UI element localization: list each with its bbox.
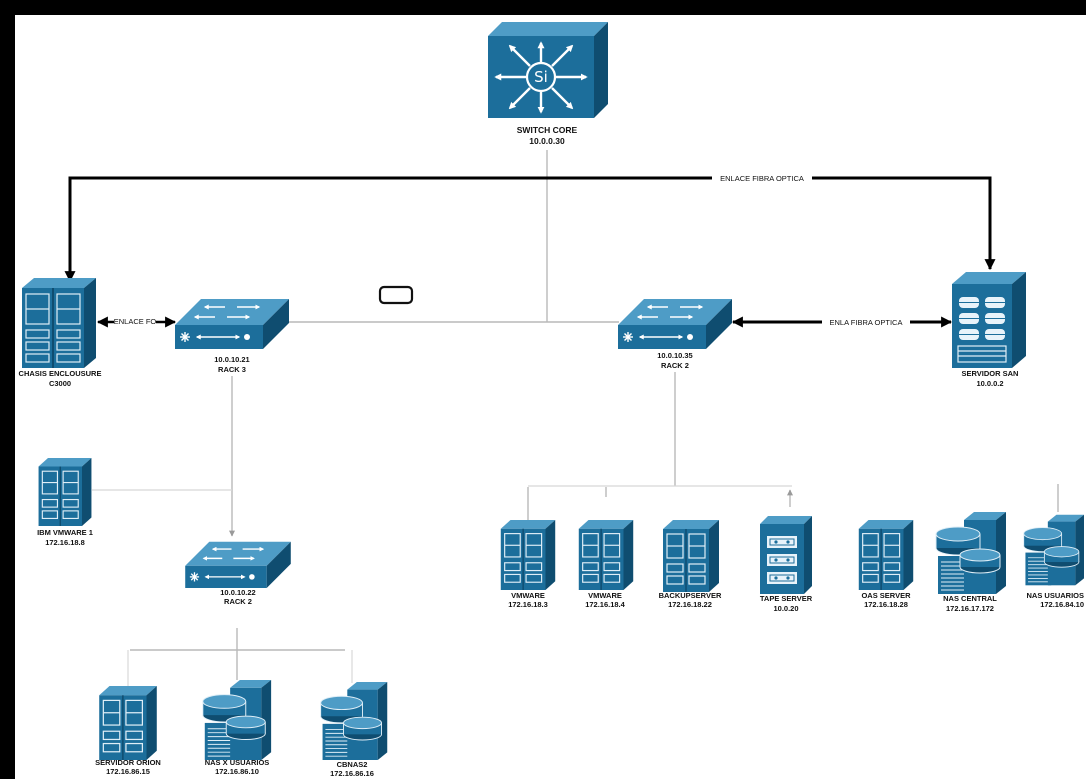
nas-storage-icon <box>320 682 388 760</box>
node-ip: 172.16.18.4 <box>585 600 625 609</box>
node-ip: 172.16.84.10 <box>1040 600 1084 609</box>
server-icon <box>662 520 720 592</box>
node-servidor-orion: SERVIDOR ORION 172.16.86.15 <box>95 686 161 776</box>
node-nas-x-usuarios: NAS X USUARIOS 172.16.86.10 <box>202 680 272 776</box>
node-switch-rack2-bottom: 10.0.10.22 RACK 2 <box>185 542 291 606</box>
node-switch-rack3: 10.0.10.21 RACK 3 <box>175 299 289 374</box>
node-name: NAS X USUARIOS <box>205 758 270 767</box>
node-name: SERVIDOR ORION <box>95 758 161 767</box>
node-name: SWITCH CORE <box>517 125 578 135</box>
node-nas-usuarios: NAS USUARIOS 172.16.84.10 <box>1023 514 1084 609</box>
node-ip: 10.0.10.21 <box>214 355 249 364</box>
node-switch-rack2-top: 10.0.10.35 RACK 2 <box>618 299 732 370</box>
nas-storage-icon <box>1023 514 1084 586</box>
link-label-text: ENLA FIBRA OPTICA <box>830 318 903 327</box>
node-ip: 10.0.0.30 <box>529 136 565 146</box>
node-name: VMWARE <box>511 591 545 600</box>
node-ip: 10.0.10.35 <box>657 351 692 360</box>
empty-label-box <box>378 285 414 305</box>
fiber-link-chassis-san <box>64 176 996 283</box>
nas-storage-icon <box>202 680 272 760</box>
switch-core-icon-text: Si <box>534 68 548 86</box>
node-ibm-vmware-1: IBM VMWARE 1 172.16.18.8 <box>37 458 93 547</box>
san-server-icon <box>952 272 1026 368</box>
node-name: CHASIS ENCLOUSURE <box>19 369 102 378</box>
workgroup-switch-icon <box>185 542 291 588</box>
link-label-bg <box>712 173 812 184</box>
node-ip: 172.16.86.10 <box>215 767 259 776</box>
node-switch-core: Si SWITCH CORE 10.0.0.30 <box>488 22 608 146</box>
node-ip: 10.0.0.2 <box>976 379 1003 388</box>
node-name: VMWARE <box>588 591 622 600</box>
server-icon <box>578 520 634 590</box>
node-tape-server: TAPE SERVER 10.0.20 <box>760 516 813 613</box>
workgroup-switch-icon <box>175 299 289 349</box>
node-ip: 172.16.18.3 <box>508 600 548 609</box>
frame-left-border <box>0 0 15 779</box>
node-name: OAS SERVER <box>861 591 911 600</box>
node-model: C3000 <box>49 379 71 388</box>
blade-chassis-icon <box>22 278 96 368</box>
layer3-switch-icon <box>488 22 608 118</box>
node-oas-server: OAS SERVER 172.16.18.28 <box>858 520 914 609</box>
nas-storage-icon <box>935 512 1006 594</box>
tape-server-icon <box>760 516 812 594</box>
node-name: CBNAS2 <box>337 760 368 769</box>
node-name: NAS CENTRAL <box>943 594 997 603</box>
link-label-bg <box>822 317 910 327</box>
links <box>64 150 1059 686</box>
node-vmware-2: VMWARE 172.16.18.4 <box>578 520 634 609</box>
node-name: RACK 2 <box>661 361 689 370</box>
link-label-text: ENLACE FIBRA OPTICA <box>720 174 804 183</box>
node-vmware-1: VMWARE 172.16.18.3 <box>500 520 556 609</box>
node-ip: 172.16.18.28 <box>864 600 908 609</box>
node-ip: 172.16.17.172 <box>946 604 994 613</box>
server-icon <box>38 458 92 526</box>
node-ip: 10.0.10.22 <box>220 588 255 597</box>
node-name: NAS USUARIOS <box>1026 591 1084 600</box>
node-ip: 10.0.20 <box>773 604 798 613</box>
node-ip: 172.16.18.8 <box>45 538 85 547</box>
node-ip: 172.16.18.22 <box>668 600 712 609</box>
link-label-chassis-fo: ENLACE FO <box>114 316 157 326</box>
server-icon <box>500 520 556 590</box>
node-backupserver: BACKUPSERVER 172.16.18.22 <box>659 520 722 609</box>
node-chasis-enclousure: CHASIS ENCLOUSURE C3000 <box>19 278 102 388</box>
server-icon <box>858 520 914 590</box>
node-cbnas2: CBNAS2 172.16.86.16 <box>320 682 388 778</box>
link-label-core-fiber: ENLACE FIBRA OPTICA <box>712 173 812 184</box>
node-name: RACK 2 <box>224 597 252 606</box>
node-name: BACKUPSERVER <box>659 591 722 600</box>
node-name: IBM VMWARE 1 <box>37 528 93 537</box>
link-label-text: ENLACE FO <box>114 317 157 326</box>
node-name: TAPE SERVER <box>760 594 813 603</box>
frame-top-border <box>0 0 1086 15</box>
server-icon <box>98 686 158 760</box>
node-ip: 172.16.86.16 <box>330 769 374 778</box>
node-name: RACK 3 <box>218 365 246 374</box>
node-servidor-san: SERVIDOR SAN 10.0.0.2 <box>952 272 1026 388</box>
node-ip: 172.16.86.15 <box>106 767 150 776</box>
node-name: SERVIDOR SAN <box>962 369 1019 378</box>
link-label-rack2-san: ENLA FIBRA OPTICA <box>822 317 910 327</box>
node-nas-central: NAS CENTRAL 172.16.17.172 <box>935 512 1006 613</box>
link-label-bg <box>114 316 156 326</box>
workgroup-switch-icon <box>618 299 732 349</box>
